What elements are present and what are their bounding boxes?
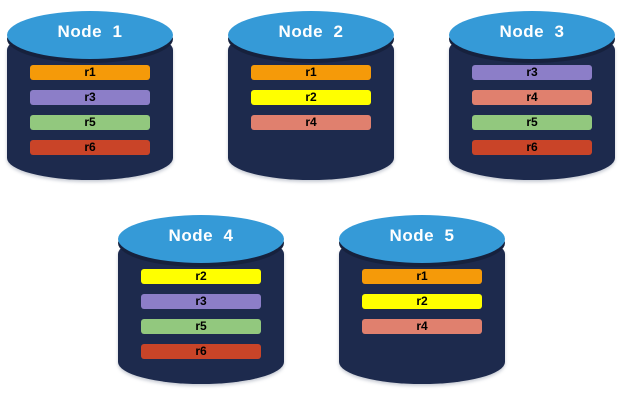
- node-title: Node 2: [278, 22, 344, 41]
- replica-stack: r3 r4 r5 r6: [472, 65, 592, 155]
- replica-bar[interactable]: r2: [251, 90, 371, 105]
- node-title: Node 1: [57, 22, 123, 41]
- cylinder-top-icon: [118, 215, 284, 263]
- replica-bar[interactable]: r3: [472, 65, 592, 80]
- node-title: Node 3: [499, 22, 565, 41]
- replica-bar[interactable]: r1: [362, 269, 482, 284]
- replica-bar[interactable]: r6: [472, 140, 592, 155]
- replica-bar[interactable]: r4: [251, 115, 371, 130]
- node-title: Node 5: [389, 226, 455, 245]
- replica-bar[interactable]: r2: [362, 294, 482, 309]
- replica-bar[interactable]: r4: [472, 90, 592, 105]
- database-node-2[interactable]: Node 2 r1 r2 r4: [228, 8, 394, 186]
- cylinder-top-icon: [449, 11, 615, 59]
- replica-bar[interactable]: r1: [251, 65, 371, 80]
- replica-stack: r1 r3 r5 r6: [30, 65, 150, 155]
- database-node-3[interactable]: Node 3 r3 r4 r5 r6: [449, 8, 615, 186]
- replica-bar[interactable]: r4: [362, 319, 482, 334]
- cylinder-top-icon: [339, 215, 505, 263]
- database-node-4[interactable]: Node 4 r2 r3 r5 r6: [118, 212, 284, 390]
- replica-bar[interactable]: r1: [30, 65, 150, 80]
- replica-bar[interactable]: r3: [141, 294, 261, 309]
- database-node-5[interactable]: Node 5 r1 r2 r4: [339, 212, 505, 390]
- cylinder-top-icon: [7, 11, 173, 59]
- replica-bar[interactable]: r6: [30, 140, 150, 155]
- replica-bar[interactable]: r2: [141, 269, 261, 284]
- replica-bar[interactable]: r5: [141, 319, 261, 334]
- database-node-1[interactable]: Node 1 r1 r3 r5 r6: [7, 8, 173, 186]
- replica-bar[interactable]: r5: [30, 115, 150, 130]
- replica-stack: r2 r3 r5 r6: [141, 269, 261, 359]
- replica-bar[interactable]: r3: [30, 90, 150, 105]
- replica-stack: r1 r2 r4: [251, 65, 371, 130]
- cylinder-top-icon: [228, 11, 394, 59]
- replica-stack: r1 r2 r4: [362, 269, 482, 334]
- node-title: Node 4: [168, 226, 234, 245]
- replica-bar[interactable]: r5: [472, 115, 592, 130]
- replica-bar[interactable]: r6: [141, 344, 261, 359]
